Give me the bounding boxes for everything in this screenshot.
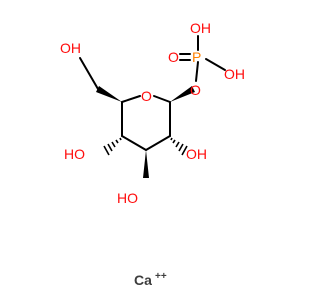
atom-label-double-bond-oxygen: O xyxy=(168,49,179,65)
bond-o-ring-c1 xyxy=(153,95,171,103)
bond-o-p xyxy=(195,61,199,82)
bond-c2-c3 xyxy=(145,135,171,151)
atom-label-phosphorus: P xyxy=(192,49,201,65)
hashed-bond-c2-oh xyxy=(170,137,188,156)
bond-c5-o-ring xyxy=(121,95,141,103)
atom-label-anomeric-oxygen: O xyxy=(190,82,201,98)
structure-canvas: OH O O P O OH OH HO HO OH Ca ++ xyxy=(60,20,245,288)
wedge-bond-c5-c6 xyxy=(96,86,122,102)
bond-p-oh-right xyxy=(205,58,226,71)
calcium-ion-symbol: Ca xyxy=(134,272,152,288)
atom-label-c3-ho: HO xyxy=(117,190,138,206)
calcium-ion-charge: ++ xyxy=(155,271,167,282)
bond-c3-c4 xyxy=(121,135,147,151)
hashed-bond-c4-oh xyxy=(103,137,122,156)
atom-label-ring-oxygen: O xyxy=(141,88,152,104)
atom-label-phosphate-oh-right: OH xyxy=(224,66,245,82)
bond-c6-oh xyxy=(79,57,99,90)
atom-label-hydroxymethyl-oh: OH xyxy=(60,40,81,56)
atom-label-phosphate-oh-top: OH xyxy=(190,20,211,36)
wedge-bond-c1-o xyxy=(170,86,195,102)
glucose-1-phosphate-structure: OH O O P O OH OH HO HO OH Ca ++ xyxy=(60,20,245,288)
atom-label-c2-oh: OH xyxy=(186,146,207,162)
wedge-bond-c3-oh xyxy=(143,150,149,178)
atom-label-c4-ho: HO xyxy=(64,146,85,162)
